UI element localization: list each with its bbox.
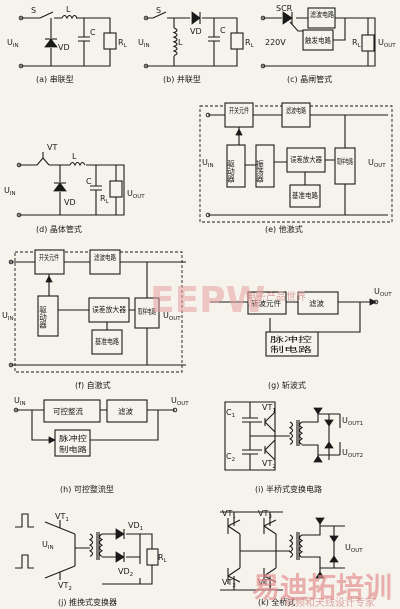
j-uin-label: UIN (42, 540, 54, 551)
e-oscillator-block: 振荡器 (255, 159, 264, 184)
watermark-eepw: EEPW (150, 280, 265, 321)
d-uout-label: UOUT (127, 189, 145, 200)
f-filter-block: 滤波电路 (94, 252, 116, 262)
e-uin-label: UIN (202, 158, 214, 169)
d-diode-label: VD (64, 198, 76, 207)
panel-b-parallel: S L VD C UIN RL (b) 并联型 (138, 6, 255, 84)
panel-k-full-bridge: VT1 VT3 VT2 VT4 UOUT (k) 全桥式 (220, 509, 363, 607)
f-uin-label: UIN (2, 311, 14, 322)
panel-h-controlled-rectifier: 可控整流 滤波 脉冲控 制电路 UIN UOUT (h) 可控整流型 (13, 396, 189, 494)
e-error-amp-block: 误差放大器 (290, 154, 322, 164)
d-capacitor-label: C (86, 177, 92, 186)
c-caption: (c) 晶闸管式 (287, 74, 332, 84)
d-rl-label: RL (100, 194, 110, 205)
panel-c-thyristor: SCR 220V 滤波电路 触发电路 RL UOUT (c) 晶闸管式 (260, 4, 396, 84)
b-capacitor-label: C (220, 26, 226, 35)
panel-f-self-excited: 开关元件 滤波电路 驱动器 误差放大器 取样电路 基准电路 UIN UOUT (… (2, 249, 186, 390)
e-sampler-block: 取样电路 (337, 156, 353, 166)
a-switch-label: S (31, 6, 36, 15)
g-caption: (g) 斩波式 (268, 380, 306, 390)
b-uin-label: UIN (138, 38, 150, 49)
k-vt4-label: VT4 (258, 578, 272, 589)
d-uin-label: UIN (4, 186, 16, 197)
panel-e-separately-excited: 开关元件 滤波电路 驱动器 振荡器 误差放大器 取样电路 基准电路 UIN UO… (199, 102, 393, 234)
d-transistor-label: VT (47, 143, 57, 152)
e-uout-label: UOUT (368, 158, 386, 169)
f-ref-block: 基准电路 (95, 336, 119, 346)
j-vt1-label: VT1 (55, 512, 69, 523)
a-capacitor-label: C (90, 28, 96, 37)
e-switch-block: 开关元件 (229, 105, 249, 115)
j-rl-label: RL (158, 553, 168, 564)
b-diode-label: VD (190, 27, 202, 36)
a-inductor-label: L (66, 5, 71, 14)
watermark-corner: 易迪拓培训 (252, 571, 392, 604)
f-uout-label: UOUT (163, 311, 181, 322)
i-vt1-label: VT1 (262, 403, 276, 414)
panel-j-push-pull: VT1 VT2 VD1 VD2 RL UIN (j) 推挽式变换器 (15, 512, 168, 607)
e-driver-block: 驱动器 (226, 160, 235, 184)
k-vt1-label: VT1 (222, 509, 236, 520)
h-rectifier-block: 可控整流 (53, 406, 83, 416)
panel-a-series: S L C VD UIN RL (a) 串联型 (7, 5, 128, 84)
f-caption: (f) 自激式 (75, 380, 111, 390)
watermark-eepw-cn: 电子产品世界 (246, 290, 306, 303)
g-filter-block: 滤波 (309, 298, 324, 308)
b-switch-label: S (156, 6, 161, 15)
k-vt3-label: VT3 (258, 509, 272, 520)
d-inductor-label: L (72, 152, 77, 161)
g-uout-label: UOUT (374, 287, 392, 298)
c-rl-label: RL (352, 38, 362, 49)
k-uout-label: UOUT (345, 543, 363, 554)
j-vd2-label: VD2 (118, 567, 133, 578)
f-error-amp-block: 误差放大器 (92, 304, 126, 314)
panel-i-half-bridge: C1 C2 VT1 VT2 UOUT1 UOUT2 (i) 半桥式变换电路 (224, 401, 363, 494)
h-caption: (h) 可控整流型 (60, 484, 114, 494)
b-caption: (b) 并联型 (163, 74, 201, 84)
a-diode-label: VD (58, 43, 70, 52)
c-trigger-block: 触发电路 (305, 35, 331, 45)
h-uout-label: UOUT (171, 396, 189, 407)
f-driver-block: 驱动器 (38, 306, 47, 330)
a-caption: (a) 串联型 (36, 75, 74, 84)
f-switch-block: 开关元件 (39, 252, 59, 262)
j-caption: (j) 推挽式变换器 (58, 597, 117, 607)
k-caption: (k) 全桥式 (258, 597, 295, 607)
h-pulse-block-1: 脉冲控 (59, 433, 88, 443)
g-pulse-block-2: 制电路 (270, 344, 313, 354)
b-inductor-label: L (178, 38, 183, 47)
j-vt2-label: VT2 (58, 581, 72, 592)
a-uin-label: UIN (7, 38, 19, 49)
e-ref-block: 基准电路 (292, 190, 318, 200)
c-220v-label: 220V (265, 38, 286, 47)
a-rl-label: RL (118, 38, 128, 49)
j-vd1-label: VD1 (128, 521, 143, 532)
b-rl-label: RL (245, 38, 255, 49)
c-scr-label: SCR (276, 4, 293, 13)
h-filter-block: 滤波 (118, 406, 133, 416)
g-pulse-block-1: 脉冲控 (270, 334, 313, 344)
h-pulse-block-2: 制电路 (59, 444, 88, 454)
c-uout-label: UOUT (378, 38, 396, 49)
i-caption: (i) 半桥式变换电路 (255, 484, 322, 494)
i-uout2-label: UOUT2 (342, 448, 363, 459)
panel-d-transistor: VT L VD C RL UIN UOUT (d) 晶体管式 (4, 143, 145, 234)
f-sampler-block: 取样电路 (138, 306, 156, 316)
i-vt2-label: VT2 (262, 459, 276, 470)
panel-g-chopper: 斩波元件 滤波 脉冲控 制电路 UOUT (g) 斩波式 (210, 287, 392, 390)
g-chopper-block: 斩波元件 (251, 298, 281, 308)
i-c1-label: C1 (226, 408, 235, 419)
watermarks: EEPW 电子产品世界 易迪拓培训 射频和天线设计专家 (150, 280, 392, 609)
d-caption: (d) 晶体管式 (36, 224, 82, 234)
i-uout1-label: UOUT1 (342, 416, 363, 427)
h-uin-label: UIN (14, 396, 26, 407)
i-c2-label: C2 (226, 452, 235, 463)
e-filter-block: 滤波电路 (286, 105, 306, 115)
watermark-corner-sub: 射频和天线设计专家 (285, 596, 375, 609)
k-vt2-label: VT2 (222, 578, 236, 589)
e-caption: (e) 他激式 (265, 224, 303, 234)
c-filter-block: 滤波电路 (310, 9, 334, 19)
